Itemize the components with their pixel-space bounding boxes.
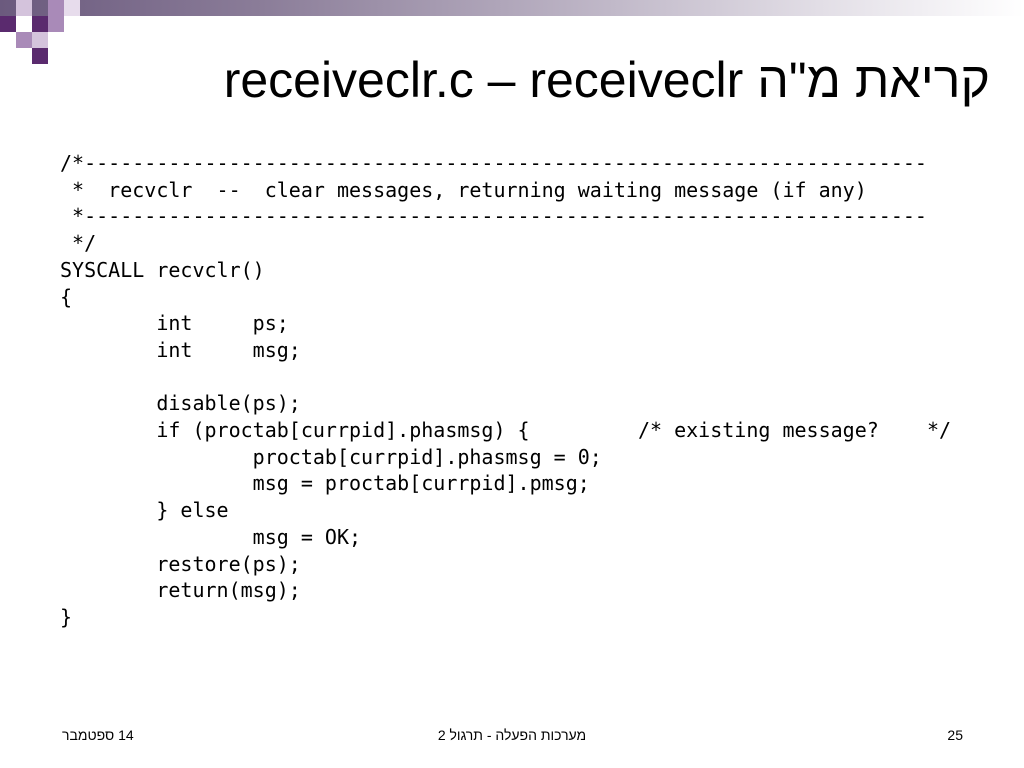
logo-square-white: [16, 16, 32, 32]
code-line: {: [60, 284, 73, 309]
slide-title: receiveclr.c – receiveclr קריאת מ"ה: [223, 52, 990, 108]
footer-page-number: 25: [947, 727, 963, 743]
code-line: return(msg);: [60, 578, 301, 603]
logo-square-lavender: [16, 0, 32, 16]
logo-square-dark-2: [32, 16, 48, 32]
footer-date: 14 ספטמבר: [62, 727, 134, 743]
logo-square-lilac-3: [16, 32, 32, 48]
checker-logo-icon: [0, 0, 80, 64]
code-line: */: [60, 231, 97, 256]
code-line: msg = OK;: [60, 524, 362, 549]
code-line: }: [60, 604, 73, 629]
logo-square-lavender-2: [32, 32, 48, 48]
code-line: if (proctab[currpid].phasmsg) { /* exist…: [60, 418, 952, 443]
code-line: restore(ps);: [60, 551, 301, 576]
logo-square-dark-3: [32, 48, 48, 64]
logo-square-light: [64, 0, 80, 16]
code-line: disable(ps);: [60, 391, 301, 416]
header-gradient-bar: [0, 0, 1024, 16]
code-block: /*--------------------------------------…: [60, 150, 960, 631]
code-line: int msg;: [60, 337, 301, 362]
code-line: } else: [60, 498, 229, 523]
code-line: proctab[currpid].phasmsg = 0;: [60, 444, 602, 469]
logo-square-lilac-2: [48, 16, 64, 32]
code-line: /*--------------------------------------…: [60, 151, 927, 175]
code-line: *---------------------------------------…: [60, 204, 927, 229]
code-line: msg = proctab[currpid].pmsg;: [60, 471, 590, 496]
logo-square-dark: [0, 16, 16, 32]
footer-course-name: מערכות הפעלה - תרגול 2: [437, 727, 587, 743]
code-line: int ps;: [60, 311, 289, 336]
logo-square-lilac: [48, 0, 64, 16]
code-line: SYSCALL recvclr(): [60, 257, 265, 282]
code-line: * recvclr -- clear messages, returning w…: [60, 177, 867, 202]
